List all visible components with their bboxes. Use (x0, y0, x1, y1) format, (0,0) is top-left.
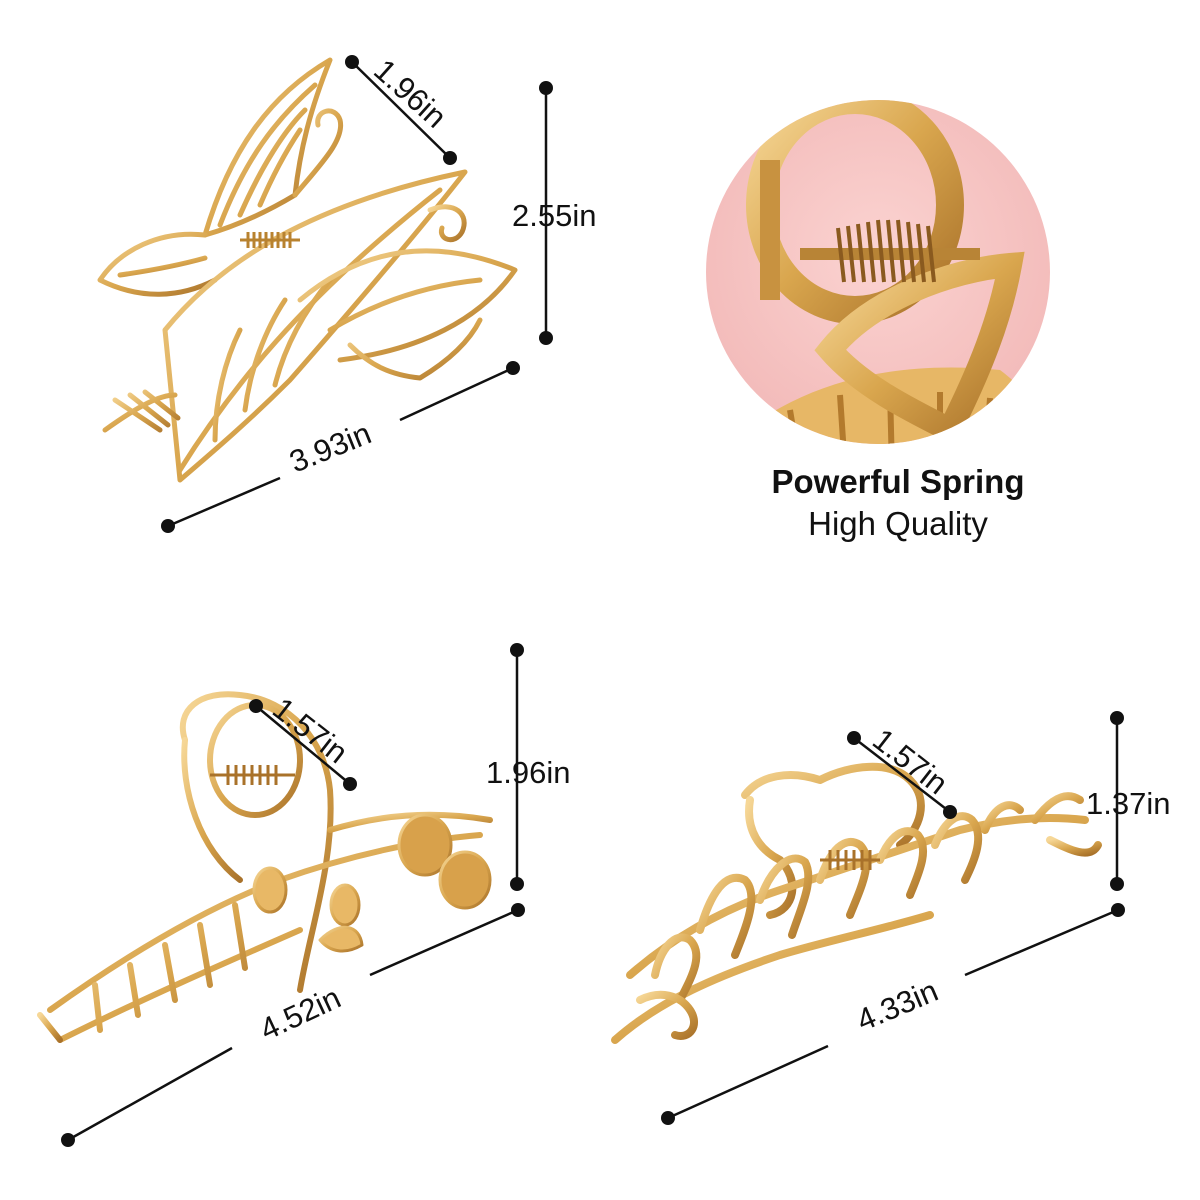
wave-claw-clip (611, 762, 1102, 1044)
butterfly-claw-clip (97, 57, 518, 483)
leaf-length-dimension (61, 903, 525, 1147)
leaf-claw-clip (37, 691, 493, 1043)
wave-height-dimension (1110, 711, 1124, 891)
leaf-height-label: 1.96in (486, 755, 571, 790)
spring-closeup (706, 100, 1050, 444)
butterfly-height-label: 2.55in (512, 198, 597, 233)
wave-height-label: 1.37in (1086, 786, 1171, 821)
leaf-depth-dimension (249, 699, 357, 791)
wave-spring (820, 850, 880, 870)
leaf-height-dimension (510, 643, 524, 891)
wave-length-dimension (661, 903, 1125, 1125)
wave-depth-dimension (847, 731, 957, 819)
butterfly-depth-dimension (345, 55, 457, 165)
leaf-spring (210, 765, 295, 785)
spring-callout-title: Powerful Spring (771, 463, 1025, 500)
butterfly-height-dimension (539, 81, 553, 345)
butterfly-length-dimension (161, 361, 520, 533)
spring-callout-subtitle: High Quality (808, 505, 988, 542)
butterfly-spring (240, 232, 300, 248)
